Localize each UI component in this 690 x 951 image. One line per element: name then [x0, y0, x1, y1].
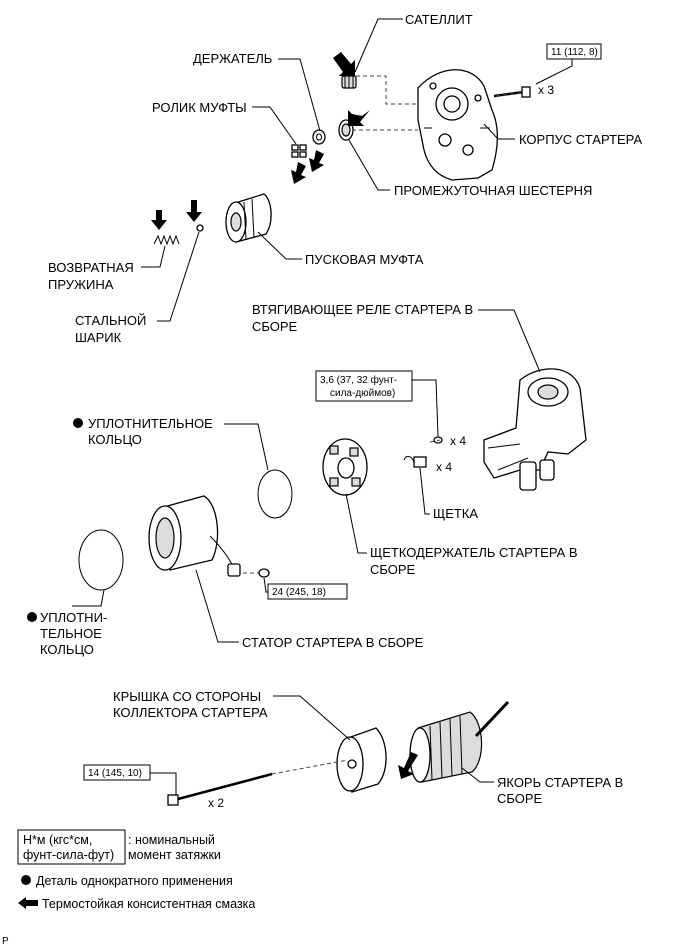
return-spring-part	[153, 234, 180, 246]
legend-unit-line2: фунт-сила-фут)	[23, 848, 114, 862]
solenoid-screw-torque-line1: 3,6 (37, 32 фунт-	[320, 374, 397, 386]
label-yoke: СТАТОР СТАРТЕРА В СБОРЕ	[242, 635, 424, 650]
label-oring-left-line3: КОЛЬЦО	[40, 642, 94, 657]
label-armature-line1: ЯКОРЬ СТАРТЕРА В	[497, 775, 623, 790]
legend-grease-text: Термостойкая консистентная смазка	[42, 897, 255, 911]
armature-part	[409, 700, 510, 783]
label-brush-holder-line1: ЩЕТКОДЕРЖАТЕЛЬ СТАРТЕРА В	[370, 545, 578, 560]
label-oring-left-line2: ТЕЛЬНОЕ	[40, 626, 102, 641]
brush-part	[403, 455, 427, 468]
non-reusable-icon	[27, 612, 37, 622]
yoke-nut-torque-box	[267, 583, 348, 600]
legend-unit-desc-line2: момент затяжки	[128, 848, 221, 862]
housing-bolt-torque-box	[546, 43, 602, 60]
satellite-gear-part	[341, 75, 357, 89]
legend: Н*м (кгс*см, фунт-сила-фут) : номинальны…	[17, 829, 255, 911]
label-oring-left-line1: УПЛОТНИ-	[40, 610, 107, 625]
steel-ball-part	[196, 224, 204, 232]
label-steel-ball-line1: СТАЛЬНОЙ	[75, 313, 146, 328]
non-reusable-icon	[73, 418, 83, 428]
through-bolt-part	[167, 772, 273, 806]
label-starter-housing: КОРПУС СТАРТЕРА	[519, 132, 642, 147]
brush-qty: x 4	[436, 460, 452, 474]
housing-bolt-torque: 11 (112, 8)	[551, 47, 598, 58]
label-solenoid-line2: СБОРЕ	[252, 319, 298, 334]
label-end-cover-line2: КОЛЛЕКТОРА СТАРТЕРА	[113, 705, 268, 720]
label-armature-line2: СБОРЕ	[497, 791, 543, 806]
grease-arrow-icon	[309, 150, 324, 172]
legend-unit-box	[17, 829, 126, 865]
solenoid-screw-qty: x 4	[450, 434, 466, 448]
corner-mark: P	[2, 936, 9, 947]
label-return-spring-line1: ВОЗВРАТНАЯ	[48, 260, 134, 275]
solenoid-part	[483, 368, 587, 491]
label-idler-gear: ПРОМЕЖУТОЧНАЯ ШЕСТЕРНЯ	[394, 183, 592, 198]
label-starter-clutch: ПУСКОВАЯ МУФТА	[305, 252, 424, 267]
label-brush-holder-line2: СБОРЕ	[370, 562, 416, 577]
solenoid-screw-torque-line2: сила-дюймов)	[330, 388, 395, 399]
grease-arrow-icon	[151, 210, 167, 230]
label-oring-top-line2: КОЛЬЦО	[88, 432, 142, 447]
holder-part	[312, 129, 326, 145]
label-holder: ДЕРЖАТЕЛЬ	[193, 51, 272, 66]
alignment-lines	[243, 75, 521, 775]
housing-bolt-qty: x 3	[538, 83, 554, 97]
label-solenoid-line1: ВТЯГИВАЮЩЕЕ РЕЛЕ СТАРТЕРА В	[252, 302, 473, 317]
legend-unit-line1: Н*м (кгс*см,	[23, 833, 92, 847]
yoke-nut-torque: 24 (245, 18)	[272, 587, 326, 598]
top-o-ring-part	[257, 469, 293, 519]
brush-holder-part	[322, 438, 368, 496]
yoke-part	[148, 495, 241, 577]
leader-lines	[72, 18, 573, 795]
solenoid-screw-torque-box	[315, 370, 413, 402]
label-satellite: САТЕЛЛИТ	[405, 12, 473, 27]
label-end-cover-line1: КРЫШКА СО СТОРОНЫ	[113, 689, 261, 704]
grease-arrow-icon	[186, 200, 202, 222]
legend-unit-desc-line1: : номинальный	[128, 833, 215, 847]
left-o-ring-part	[78, 529, 124, 591]
label-clutch-roller: РОЛИК МУФТЫ	[152, 100, 247, 115]
starter-clutch-part	[225, 193, 272, 243]
through-bolt-torque: 14 (145, 10)	[88, 768, 142, 779]
clutch-roller-part	[291, 144, 307, 158]
legend-non-reusable-text: Деталь однократного применения	[36, 874, 233, 888]
label-brush: ЩЕТКА	[433, 506, 478, 521]
end-cover-part	[336, 727, 387, 793]
through-bolt-qty: x 2	[208, 796, 224, 810]
legend-grease-icon	[18, 897, 38, 909]
label-oring-top-line1: УПЛОТНИТЕЛЬНОЕ	[88, 416, 213, 431]
label-steel-ball-line2: ШАРИК	[75, 330, 122, 345]
through-bolt-torque-box	[83, 764, 151, 781]
label-return-spring-line2: ПРУЖИНА	[48, 277, 114, 292]
starter-housing-part	[417, 69, 498, 181]
grease-arrow-icon	[398, 752, 418, 779]
grease-arrow-icon	[348, 110, 370, 126]
yoke-nut-part	[258, 568, 270, 578]
grease-arrow-icon	[291, 162, 306, 184]
grease-arrow-icon	[333, 52, 355, 76]
legend-non-reusable-icon	[21, 875, 31, 885]
